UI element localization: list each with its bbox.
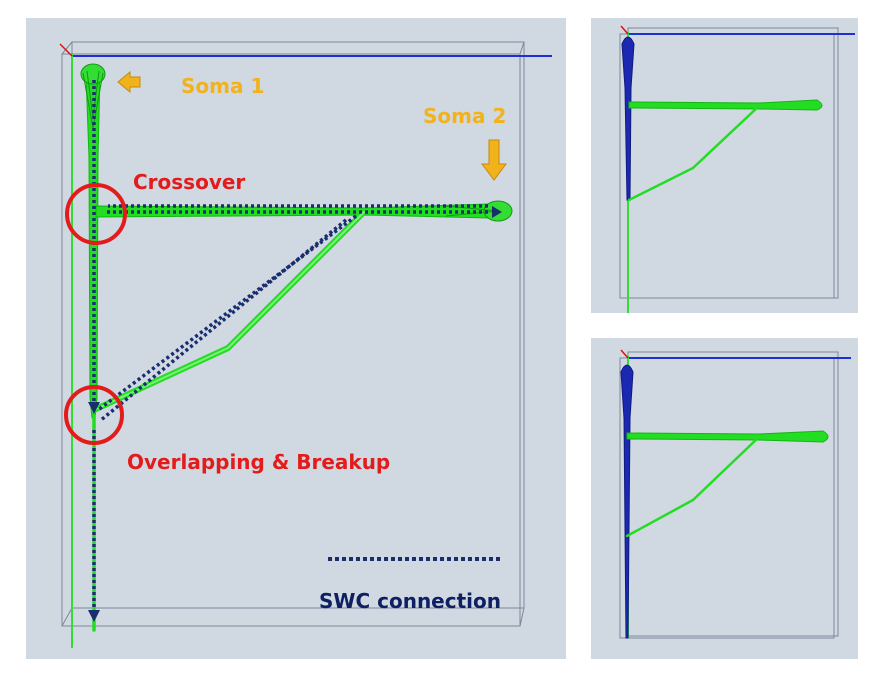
bounding-box <box>61 41 525 627</box>
neuron-1 <box>621 36 635 201</box>
axis-z <box>59 43 73 57</box>
corrected-view-top <box>591 18 858 313</box>
crossover-label: Crossover <box>133 170 245 194</box>
main-view-canvas: Soma 1 Soma 2 Crossover Overlapping & Br… <box>59 41 552 648</box>
soma-2-label: Soma 2 <box>423 104 506 128</box>
neuron-2 <box>627 99 823 202</box>
soma-2-arrow <box>481 139 507 181</box>
swc-connections <box>92 80 488 612</box>
swc-connection-label: SWC connection <box>319 589 501 613</box>
neuron-2 <box>625 430 829 538</box>
swc-arrowheads <box>88 206 502 622</box>
bounding-box <box>619 351 839 639</box>
bottom-view-canvas <box>619 349 851 639</box>
bounding-box <box>619 27 839 299</box>
neuron-1 <box>620 364 634 639</box>
overlap-breakup-label: Overlapping & Breakup <box>127 450 390 474</box>
neurite-tracing <box>85 73 499 632</box>
axis-z <box>620 25 629 35</box>
crossover-circle <box>65 183 127 245</box>
soma-1-arrow <box>117 70 141 94</box>
soma-1-label: Soma 1 <box>181 74 264 98</box>
main-3d-view: Soma 1 Soma 2 Crossover Overlapping & Br… <box>26 18 566 659</box>
corrected-view-bottom <box>591 338 858 659</box>
axis-z <box>620 349 629 359</box>
top-view-canvas <box>619 25 855 313</box>
overlap-circle <box>64 385 124 445</box>
